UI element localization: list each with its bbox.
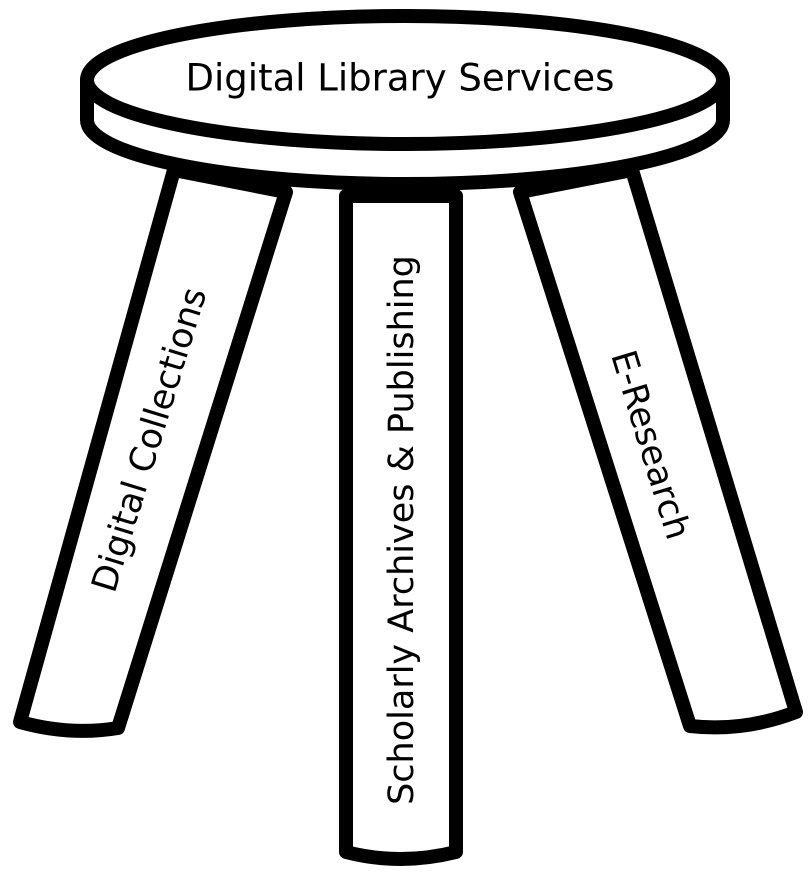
seat-top [80, 9, 730, 151]
center-leg-label: Scholarly Archives & Publishing [382, 255, 422, 805]
right-leg-shape [513, 163, 803, 735]
left-leg: Digital Collections [13, 163, 293, 738]
seat: Digital Library Services [80, 9, 730, 191]
seat-label: Digital Library Services [186, 57, 615, 100]
right-leg: E-Research [513, 163, 803, 735]
left-leg-shape [13, 163, 293, 738]
center-leg: Scholarly Archives & Publishing [339, 189, 463, 866]
center-leg-shape [339, 189, 463, 866]
